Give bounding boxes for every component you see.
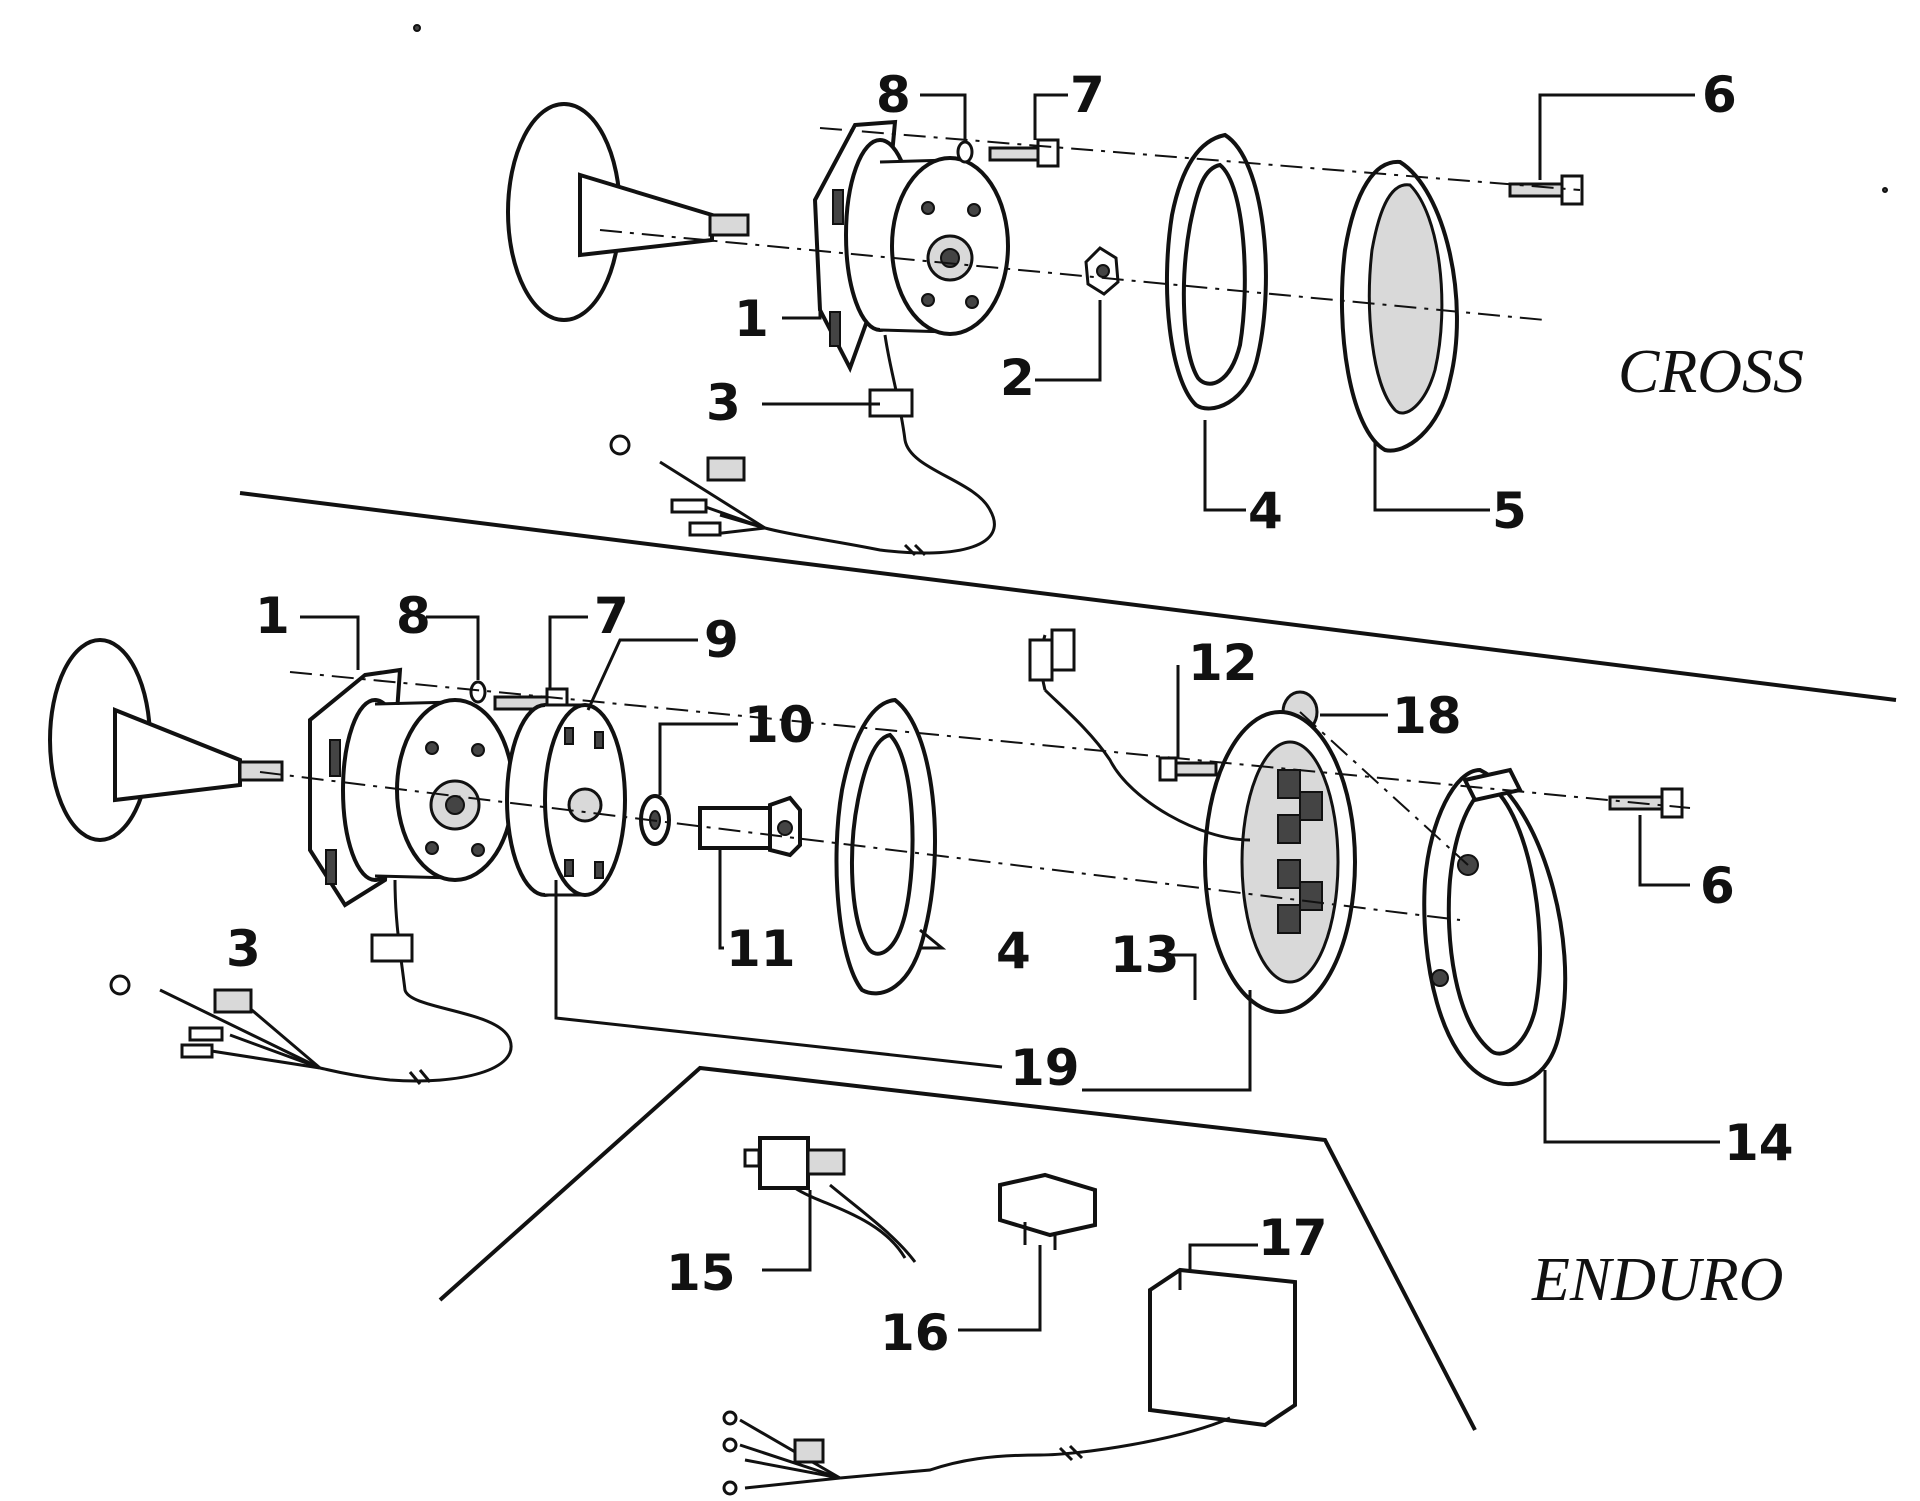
enduro-rotor-part: [505, 703, 627, 897]
stray-mark: [413, 24, 421, 32]
enduro-callout-15: 15: [666, 1244, 736, 1302]
cross-washer-part: [956, 140, 974, 164]
cross-callout-4: 4: [1248, 482, 1283, 540]
stray-mark: [1882, 187, 1888, 193]
cross-leader-lines: [762, 93, 1695, 512]
cross-callout-2: 2: [1000, 349, 1035, 407]
enduro-callout-1: 1: [255, 587, 290, 645]
enduro-cdi-unit-part: [722, 1267, 1297, 1496]
enduro-callout-4: 4: [996, 922, 1031, 980]
enduro-callout-10: 10: [744, 696, 814, 754]
enduro-callout-14: 14: [1724, 1114, 1794, 1172]
cross-screw-part: [988, 138, 1060, 168]
enduro-ignition-coil-part: [743, 1136, 917, 1263]
section-divider-line: [239, 491, 1897, 702]
enduro-plug-axis: [1299, 711, 1469, 866]
enduro-wire-harness-part: [109, 879, 513, 1085]
enduro-hub-nut-part: [698, 795, 802, 858]
cross-wire-harness-part: [609, 334, 996, 557]
cross-centerline: [599, 229, 1546, 321]
enduro-centerline: [259, 771, 1461, 921]
cross-callout-3: 3: [706, 374, 741, 432]
enduro-callout-3: 3: [226, 920, 261, 978]
enduro-callout-17: 17: [1258, 1209, 1328, 1267]
enduro-callout-9: 9: [704, 611, 739, 669]
cross-nut-part: [1084, 246, 1120, 296]
enduro-callout-18: 18: [1392, 687, 1462, 745]
cross-callout-1: 1: [734, 290, 769, 348]
enduro-washer-part: [469, 680, 487, 704]
enduro-section-title: ENDURO: [1531, 1246, 1783, 1314]
cross-assembly: [506, 102, 1584, 557]
enduro-callout-13: 13: [1110, 926, 1180, 984]
cross-callout-7: 7: [1070, 66, 1105, 124]
enduro-screw-small-part: [1158, 756, 1218, 782]
enduro-screw-axis: [289, 671, 1691, 809]
enduro-callout-7: 7: [594, 587, 629, 645]
cross-gasket-part: [1164, 132, 1268, 411]
enduro-callout-6: 6: [1700, 857, 1735, 915]
enduro-crankshaft-part: [48, 638, 284, 842]
cross-screw-axis: [819, 127, 1581, 191]
cross-bolt-part: [1508, 174, 1584, 206]
enduro-callout-8: 8: [396, 587, 431, 645]
enduro-bolt-part: [1608, 787, 1684, 819]
enduro-callout-12: 12: [1188, 634, 1258, 692]
enduro-gasket-part: [834, 697, 937, 996]
enduro-cover-part: [1422, 767, 1568, 1087]
enduro-callout-11: 11: [726, 920, 796, 978]
enduro-generator-stator-part: [1028, 628, 1357, 1014]
enduro-leader-lines: [300, 615, 1720, 1332]
enduro-callout-19: 19: [1010, 1039, 1080, 1097]
cross-callout-6: 6: [1702, 66, 1737, 124]
cross-callout-5: 5: [1492, 482, 1527, 540]
cross-stator-part: [844, 138, 1010, 336]
enduro-outline-line: [438, 1065, 1477, 1431]
enduro-stator-part: [341, 698, 515, 882]
enduro-regulator-part: [998, 1172, 1097, 1250]
cross-section-title: CROSS: [1618, 338, 1804, 406]
cross-callout-8: 8: [876, 66, 911, 124]
cross-crankshaft-part: [506, 102, 750, 322]
enduro-assembly: [48, 628, 1691, 1087]
enduro-callout-16: 16: [880, 1304, 950, 1362]
